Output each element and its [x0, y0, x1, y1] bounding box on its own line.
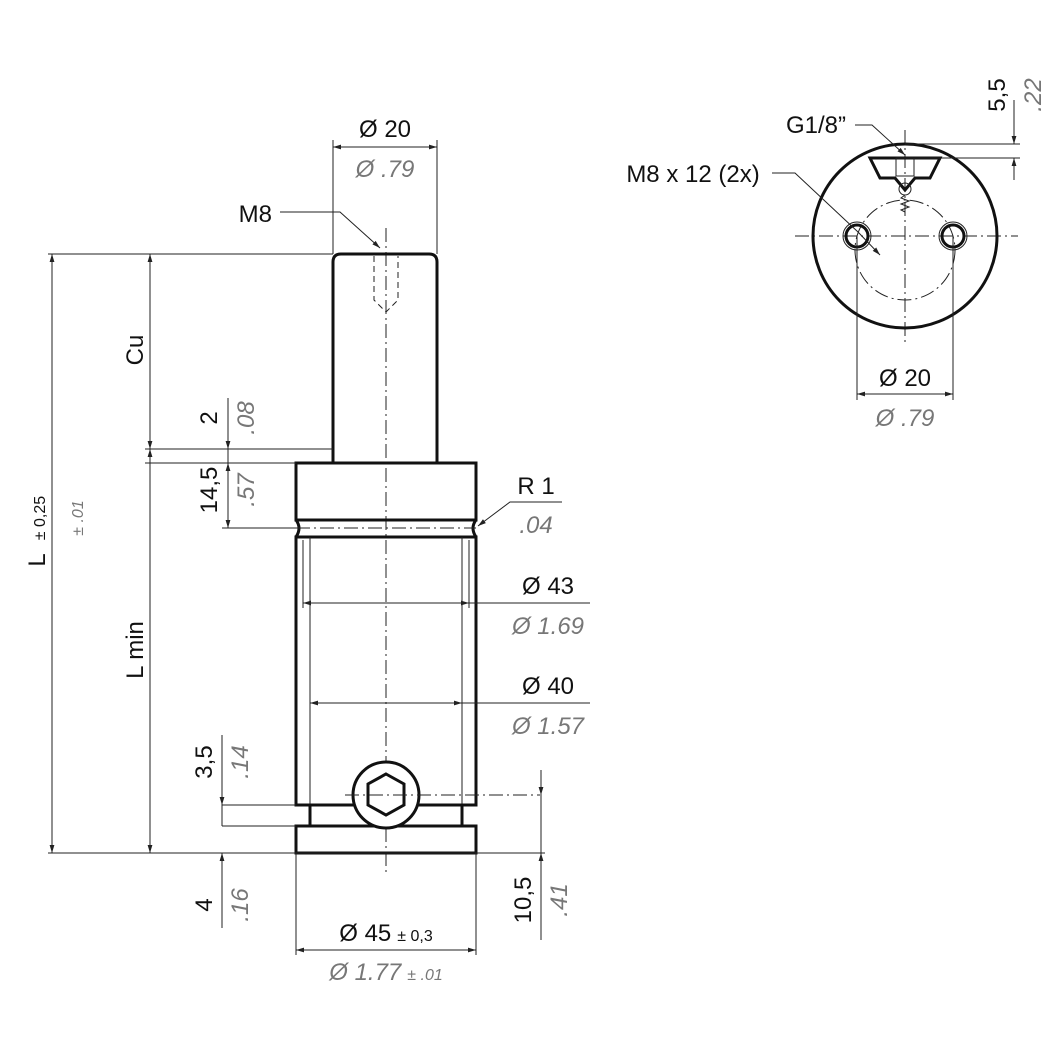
dia-40-metric: Ø 40 — [522, 673, 574, 700]
length-tol-inch: ± .01 — [70, 500, 87, 535]
dim-4-inch: .16 — [227, 888, 254, 922]
lmin-label: L min — [122, 621, 149, 679]
dia-40-inch: Ø 1.57 — [511, 713, 586, 740]
rod-diameter-inch: Ø .79 — [355, 156, 415, 183]
dim-5-5-inch: .22 — [1020, 78, 1047, 111]
stroke-label: Cu — [122, 335, 149, 366]
dim-10-5-inch: .41 — [546, 883, 573, 916]
fill-valve — [351, 760, 421, 830]
dim-2-inch: .08 — [233, 401, 260, 435]
radius-metric: R 1 — [517, 473, 554, 500]
dim-3-5-metric: 3,5 — [191, 745, 218, 778]
dia-45-inch: Ø 1.77± .01 — [328, 959, 443, 986]
dim-4-metric: 4 — [191, 898, 218, 911]
port-label: G1/8” — [786, 112, 846, 139]
dim-14-5-metric: 14,5 — [196, 467, 223, 514]
length-tol-metric: ± 0,25 — [32, 496, 49, 540]
piston-rod — [331, 252, 439, 463]
spring-icon — [899, 194, 911, 213]
m8-thread-hole — [373, 256, 399, 313]
dia-43-metric: Ø 43 — [522, 573, 574, 600]
dim-10-5-metric: 10,5 — [510, 877, 537, 924]
port-section — [867, 156, 943, 193]
dia-43-inch: Ø 1.69 — [511, 613, 584, 640]
radius-inch: .04 — [519, 512, 552, 539]
mount-threads-label: M8 x 12 (2x) — [626, 161, 759, 188]
dim-14-5-inch: .57 — [233, 472, 260, 507]
m8-label: M8 — [239, 201, 272, 228]
dim-5-5-metric: 5,5 — [984, 78, 1011, 111]
hex-socket-icon — [366, 772, 406, 817]
upper-body — [294, 461, 478, 522]
hole-spacing-metric: Ø 20 — [879, 365, 931, 392]
hole-spacing-inch: Ø .79 — [875, 405, 935, 432]
dim-2-metric: 2 — [196, 411, 223, 424]
rod-diameter-metric: Ø 20 — [359, 116, 411, 143]
dia-45-metric: Ø 45± 0,3 — [339, 920, 433, 947]
top-view: 5,5 .22 G1/8” M8 x 12 (2x) Ø 20 Ø .79 — [626, 78, 1047, 432]
dim-3-5-inch: .14 — [227, 745, 254, 778]
length-label: L — [24, 553, 51, 566]
side-view: Ø 20 Ø .79 M8 L ± 0,25 ± .01 Cu L min 2 … — [24, 116, 590, 986]
